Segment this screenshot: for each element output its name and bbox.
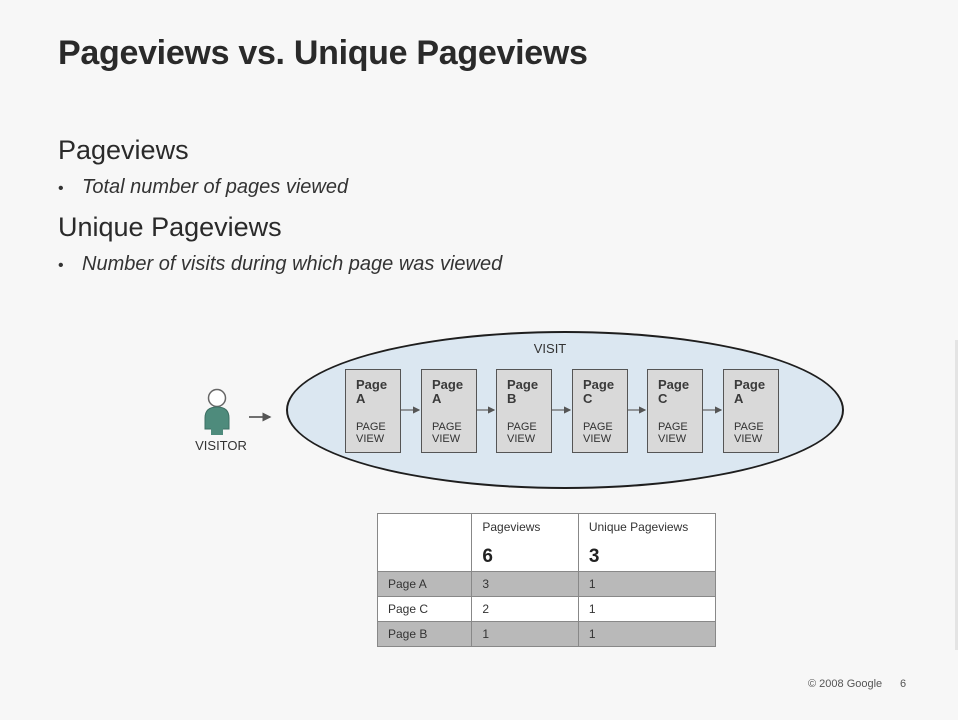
page-number: 6 [900, 678, 907, 690]
page-view-line1: PAGE [734, 421, 764, 433]
total-pageviews: 6 [482, 546, 493, 567]
page-name-line1: Page [583, 377, 615, 392]
page-name-line2: C [658, 391, 668, 406]
heading-unique-pageviews: Unique Pageviews [58, 212, 282, 242]
page-view-line1: PAGE [356, 421, 386, 433]
right-edge-strip [955, 340, 958, 650]
table-row: Page C 2 1 [376, 596, 717, 622]
page-name-line2: C [583, 391, 593, 406]
page-view-line2: VIEW [356, 433, 385, 445]
table-row: Page B 1 1 [376, 621, 717, 647]
page-view-line2: VIEW [507, 433, 536, 445]
row-page: Page A [376, 571, 473, 597]
page-name-line2: A [734, 391, 744, 406]
row-page: Page C [376, 596, 473, 622]
page-view-line1: PAGE [432, 421, 462, 433]
visitor-label: VISITOR [195, 438, 247, 453]
page-name-line2: A [356, 391, 366, 406]
page-view-line1: PAGE [583, 421, 613, 433]
page-name-line2: A [432, 391, 442, 406]
page-name-line1: Page [507, 377, 539, 392]
heading-pageviews: Pageviews [58, 135, 189, 165]
header-label: Unique Pageviews [588, 520, 689, 534]
page-name-line1: Page [734, 377, 766, 392]
bullet-dot: • [58, 180, 64, 197]
bullet-text: Number of visits during which page was v… [82, 253, 503, 275]
page-name-line2: B [507, 391, 517, 406]
total-unique-pageviews: 3 [588, 546, 600, 567]
page-view-line2: VIEW [583, 433, 612, 445]
page-name-line1: Page [356, 377, 388, 392]
bullet-pageviews: • Total number of pages viewed [58, 176, 348, 199]
bullet-unique-pageviews: • Number of visits during which page was … [58, 253, 502, 276]
row-unique: 1 [577, 571, 717, 597]
pageviews-table: Pageviews 6 Unique Pageviews 3 Page A 3 … [376, 513, 717, 647]
copyright: © 2008 Google [808, 678, 883, 690]
row-pageviews: 1 [471, 621, 579, 647]
page-view-line1: PAGE [658, 421, 688, 433]
row-unique: 1 [577, 621, 717, 647]
row-pageviews: 3 [471, 571, 579, 597]
visitor-icon [204, 388, 230, 435]
page-view-line2: VIEW [658, 433, 687, 445]
visit-label: VISIT [533, 341, 567, 356]
header-label: Pageviews [482, 520, 541, 534]
table-header-pageviews: Pageviews 6 [471, 513, 579, 572]
bullet-text: Total number of pages viewed [82, 176, 349, 198]
table-header-row: Pageviews 6 Unique Pageviews 3 [376, 513, 717, 572]
page-name-line1: Page [432, 377, 464, 392]
page-view-line1: PAGE [507, 421, 537, 433]
row-page: Page B [376, 621, 473, 647]
row-unique: 1 [577, 596, 717, 622]
table-row: Page A 3 1 [376, 571, 717, 597]
slide-title: Pageviews vs. Unique Pageviews [58, 34, 588, 72]
page-view-line2: VIEW [734, 433, 763, 445]
table-header-cell [376, 513, 473, 572]
page-view-line2: VIEW [432, 433, 461, 445]
bullet-dot: • [58, 257, 64, 274]
page-name-line1: Page [658, 377, 690, 392]
table-header-unique: Unique Pageviews 3 [577, 513, 717, 572]
row-pageviews: 2 [471, 596, 579, 622]
